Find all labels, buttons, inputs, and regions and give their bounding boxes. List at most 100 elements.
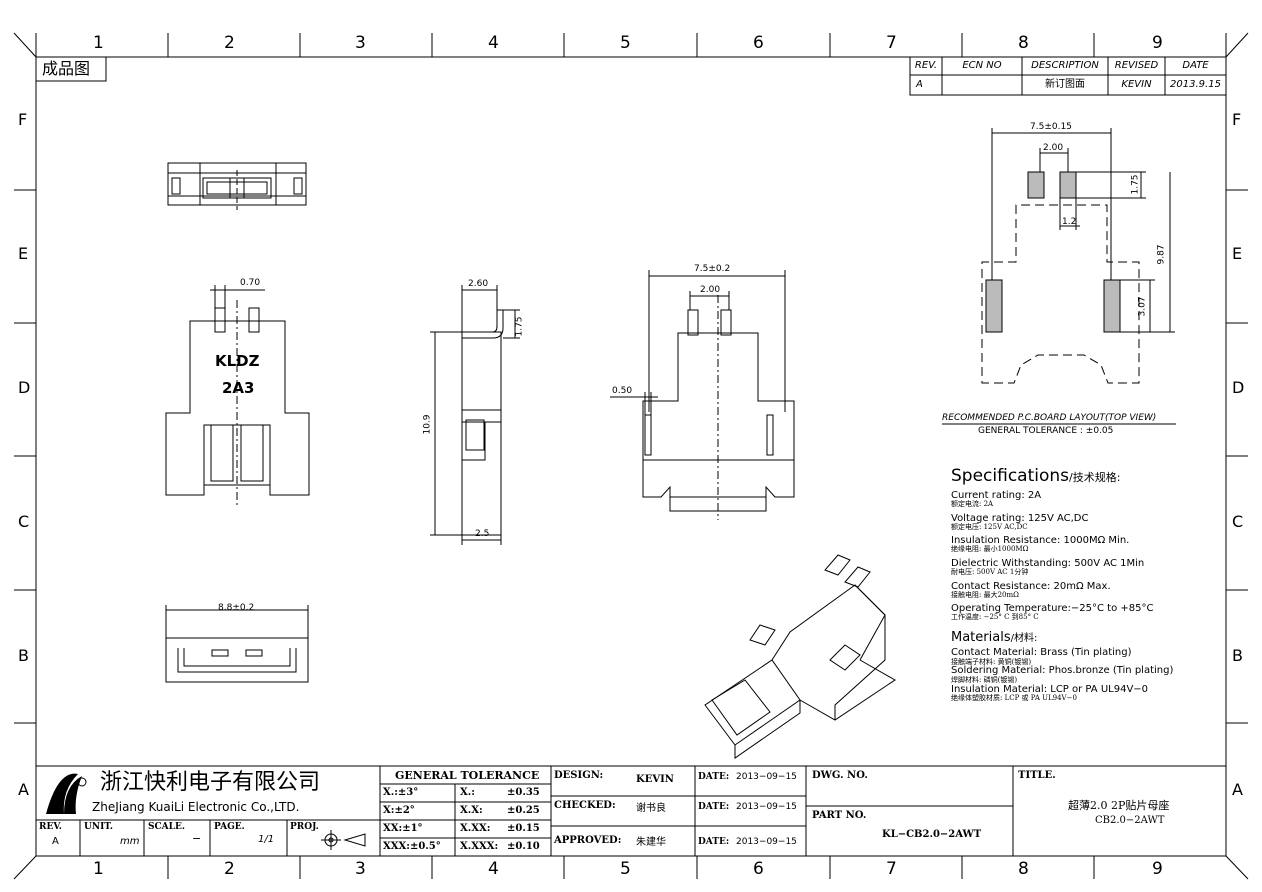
rev-header-rev: REV.: [914, 60, 938, 71]
row-label-F-left: F: [18, 110, 28, 129]
bottom-zone-ticks: [167, 856, 1095, 879]
sheet-label-box: [35, 56, 107, 82]
dim-pin-width: 0.70: [240, 278, 261, 288]
spec-item-cn: 额定电流: 2A: [951, 500, 994, 508]
dim-front-left: 0.50: [612, 386, 633, 396]
rev-cell-rev: A: [916, 79, 923, 90]
marking-line1: KLDZ: [215, 352, 260, 370]
col-label-7-top: 7: [886, 33, 897, 53]
dim-side-bottom: 2.5: [475, 529, 490, 539]
side-zone-ticks: [14, 189, 1248, 724]
rev-header-revised: REVISED: [1114, 60, 1159, 71]
material-item-cn: 焊脚材料: 磷铜(镀锡): [951, 675, 1018, 684]
row-label-D-left: D: [18, 378, 31, 397]
dim-pcb-pad-w: 1.2: [1062, 217, 1077, 227]
part-no-value: KL−CB2.0−2AWT: [882, 829, 982, 840]
approved-value: 朱建华: [636, 837, 666, 848]
material-item-cn: 接触端子材料: 黄铜(镀锡): [951, 657, 1032, 666]
col-label-8-bottom: 8: [1018, 859, 1029, 879]
col-label-9-top: 9: [1152, 33, 1163, 53]
design-label: DESIGN:: [554, 770, 604, 781]
dwg-no-label: DWG. NO.: [812, 770, 868, 781]
col-label-2-top: 2: [224, 33, 235, 53]
spec-item-cn: 额定电压: 125V AC,DC: [951, 522, 1028, 531]
design-date-value: 2013−09−15: [736, 772, 797, 782]
col-label-5-bottom: 5: [620, 859, 631, 879]
company-name-en: ZheJiang KuaiLi Electronic Co.,LTD.: [92, 800, 300, 814]
rev-header-description: DESCRIPTION: [1031, 60, 1099, 71]
dim-pcb-side-h: 3.07: [1137, 296, 1148, 317]
rev-header-date: DATE: [1182, 60, 1209, 71]
spec-item-en: Current rating: 2A: [951, 490, 1042, 501]
unit-label: UNIT.: [84, 822, 113, 832]
scale-value: −: [192, 832, 202, 845]
dim-front-pitch: 2.00: [700, 285, 721, 295]
row-label-C-left: C: [18, 512, 30, 531]
col-label-1-top: 1: [93, 33, 104, 53]
title-line2: CB2.0−2AWT: [1095, 815, 1165, 826]
col-label-1-bottom: 1: [93, 859, 104, 879]
dim-front-width: 7.5±0.2: [694, 264, 731, 274]
sheet-label: 成品图: [42, 59, 91, 78]
row-label-A-left: A: [18, 780, 29, 799]
checked-date-label: DATE:: [698, 802, 730, 812]
spec-item-en: Contact Resistance: 20mΩ Max.: [951, 580, 1111, 592]
tol-angle-4: XXX:±0.5°: [383, 841, 441, 852]
title-label: TITLE.: [1018, 770, 1056, 781]
materials-list: Contact Material: Brass (Tin plating)接触端…: [951, 648, 1221, 703]
approved-date-label: DATE:: [698, 837, 730, 847]
page-value: 1/1: [258, 834, 275, 845]
materials-title-cn: /材料:: [1010, 633, 1038, 645]
bottom-view-drawing: [165, 605, 309, 683]
row-label-A-right: A: [1232, 780, 1243, 799]
tol-angle-1: X.:±3°: [383, 787, 419, 798]
dim-pcb-pitch: 2.00: [1043, 143, 1064, 153]
rev-cell-description: 新订图面: [1045, 79, 1085, 90]
material-item-en: Soldering Material: Phos.bronze (Tin pla…: [951, 665, 1174, 677]
revision-table: [909, 56, 1227, 96]
spec-title: Specifications: [951, 466, 1070, 486]
dim-side-top: 2.60: [468, 279, 489, 289]
proj-label: PROJ.: [290, 822, 319, 832]
row-label-E-left: E: [18, 244, 29, 263]
rev-cell-revised: KEVIN: [1121, 79, 1152, 90]
tol-dec-label-3: X.XX:: [460, 823, 491, 834]
projection-symbol: [321, 830, 366, 850]
approved-date-value: 2013−09−15: [736, 837, 797, 847]
col-label-3-top: 3: [355, 33, 366, 53]
row-label-D-right: D: [1232, 378, 1245, 397]
approved-label: APPROVED:: [554, 835, 622, 846]
row-label-B-right: B: [1232, 646, 1243, 665]
top-zone-ticks: [35, 33, 1227, 57]
scale-label: SCALE.: [148, 822, 185, 832]
title-line1: 超薄2.0 2P贴片母座: [1068, 799, 1170, 812]
inner-border: [35, 56, 1227, 857]
checked-date-value: 2013−09−15: [736, 802, 797, 812]
front-view-drawing: [165, 285, 310, 505]
company-logo: [46, 773, 87, 814]
dim-side-right: 1.75: [514, 316, 525, 337]
title-block-grid: [36, 765, 1226, 856]
spec-item-en: Operating Temperature:−25°C to +85°C: [951, 603, 1154, 615]
material-item-cn: 绝缘体塑胶材质: LCP 或 PA UL94V−0: [951, 694, 1077, 702]
spec-item-en: Voltage rating: 125V AC,DC: [951, 512, 1089, 524]
tol-dec-value-1: ±0.35: [507, 787, 540, 798]
company-name-cn: 浙江快利电子有限公司: [100, 770, 321, 795]
spec-item-cn: 接触电阻: 最大20mΩ: [951, 590, 1019, 599]
rev-cell-date: 2013.9.15: [1170, 79, 1221, 90]
rev-header-ecn: ECN NO: [962, 60, 1002, 71]
top-view-drawing: [167, 162, 307, 210]
dim-side-height: 10.9: [422, 414, 433, 435]
col-label-6-top: 6: [753, 33, 764, 53]
materials-title: Materials: [951, 630, 1011, 646]
col-label-6-bottom: 6: [753, 859, 764, 879]
pcb-layout-drawing: [942, 128, 1176, 425]
col-label-8-top: 8: [1018, 33, 1029, 53]
page-label: PAGE.: [214, 822, 245, 832]
col-label-2-bottom: 2: [224, 859, 235, 879]
dim-pcb-width: 7.5±0.15: [1030, 122, 1072, 132]
material-item-en: Insulation Material: LCP or PA UL94V−0: [951, 683, 1149, 695]
tol-dec-label-2: X.X:: [460, 805, 483, 816]
